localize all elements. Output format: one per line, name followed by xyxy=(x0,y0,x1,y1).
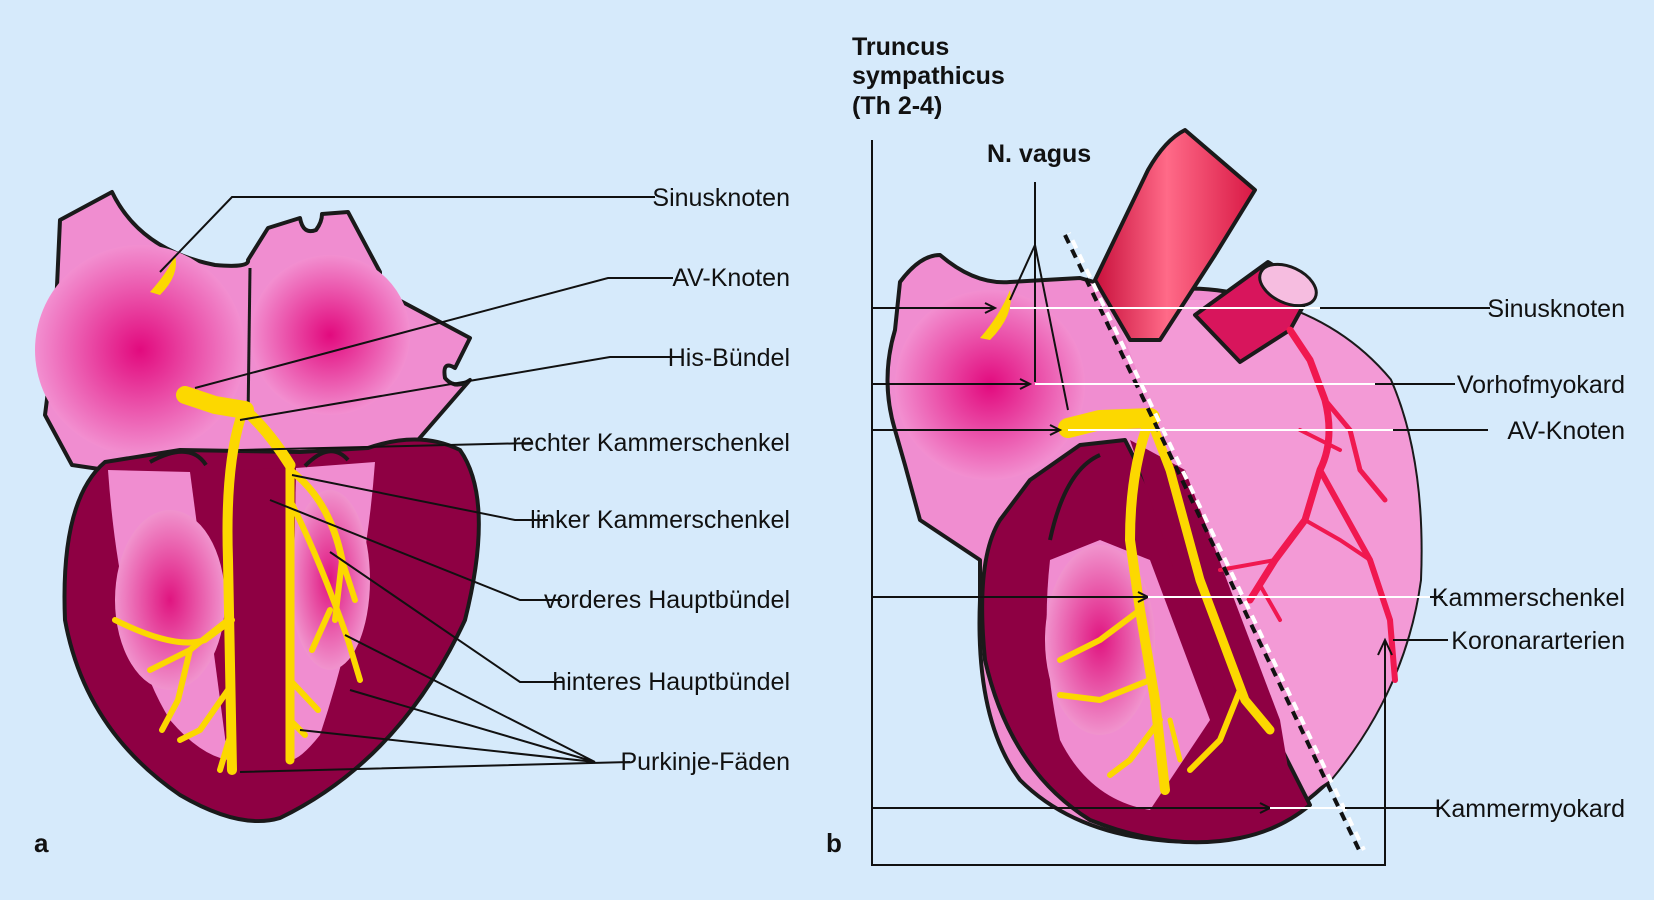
valve-cusp-b xyxy=(1048,453,1101,541)
atrial-septum-a xyxy=(246,267,252,421)
cut-line-b xyxy=(1063,234,1362,853)
label-a-his-buendel: His-Bündel xyxy=(668,344,790,372)
label-b-av-knoten: AV-Knoten xyxy=(1507,417,1625,445)
ventricular-septum-a xyxy=(228,468,296,775)
left-atrium-chamber xyxy=(250,255,410,415)
valve-cusp-a-2 xyxy=(303,449,350,468)
conduction-system-b xyxy=(1057,408,1275,795)
label-a-rechter-kammerschenkel: rechter Kammerschenkel xyxy=(512,429,790,457)
label-a-purkinje-faeden: Purkinje-Fäden xyxy=(620,748,790,776)
label-b-vorhofmyokard: Vorhofmyokard xyxy=(1457,371,1625,399)
cut-line-b-white xyxy=(1067,232,1366,851)
sinus-node-a xyxy=(150,255,176,295)
truncus-label: Truncus sympathicus (Th 2-4) xyxy=(852,33,1005,120)
labels-b: Sinusknoten Vorhofmyokard AV-Knoten Kamm… xyxy=(1432,295,1625,823)
label-a-av-knoten: AV-Knoten xyxy=(672,264,790,292)
label-b-kammermyokard: Kammermyokard xyxy=(1435,795,1625,823)
valve-cusp-a-1 xyxy=(149,449,208,467)
aorta-b xyxy=(1093,128,1257,342)
conduction-system-a xyxy=(112,386,363,775)
labels-a: Sinusknoten AV-Knoten His-Bündel rechter… xyxy=(512,184,790,776)
right-atrium-chamber xyxy=(35,245,245,455)
heart-section-b xyxy=(885,128,1423,853)
panel-label-b: b xyxy=(826,828,842,858)
label-a-hinteres-hauptbuendel: hinteres Hauptbündel xyxy=(552,668,790,696)
label-b-sinusknoten: Sinusknoten xyxy=(1487,295,1625,323)
sinus-node-b xyxy=(980,290,1011,340)
label-b-kammerschenkel: Kammerschenkel xyxy=(1432,584,1625,612)
left-ventricle-shade xyxy=(290,490,370,670)
leader-lines-b xyxy=(871,140,1490,866)
panel-label-a: a xyxy=(34,828,49,858)
truncus-line-3: (Th 2-4) xyxy=(852,92,942,120)
truncus-line-1: Truncus xyxy=(852,33,949,61)
leader-lines-a xyxy=(159,196,673,773)
vagus-label: N. vagus xyxy=(987,140,1091,168)
coronary-arteries-b xyxy=(1218,326,1398,683)
label-a-sinusknoten: Sinusknoten xyxy=(652,184,790,212)
label-a-linker-kammerschenkel: linker Kammerschenkel xyxy=(530,506,790,534)
label-b-koronararterien: Koronararterien xyxy=(1451,627,1625,655)
label-a-vorderes-hauptbuendel: vorderes Hauptbündel xyxy=(544,586,790,614)
heart-section-a xyxy=(35,190,481,824)
pulmonary-opening-b xyxy=(1258,262,1318,308)
truncus-line-2: sympathicus xyxy=(852,62,1005,90)
